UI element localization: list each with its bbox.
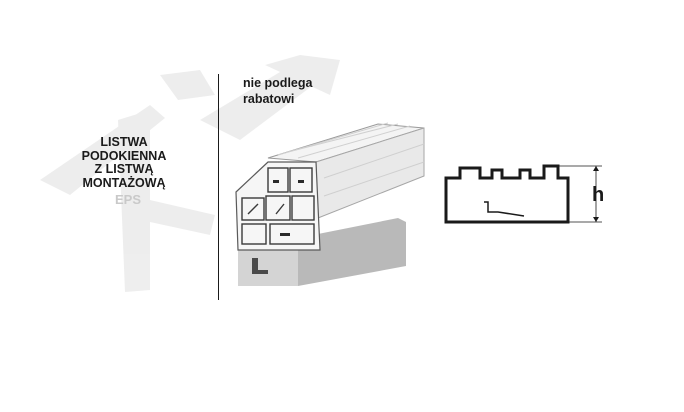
- profile-3d-illustration: [235, 122, 425, 286]
- discount-note-line-2: rabatowi: [243, 92, 295, 106]
- product-title-line-1: LISTWA: [100, 135, 148, 149]
- discount-note: nie podlega rabatowi: [243, 75, 312, 107]
- product-title: LISTWA PODOKIENNA Z LISTWĄ MONTAŻOWĄ: [60, 135, 188, 190]
- eps-watermark-text: EPS: [114, 192, 141, 207]
- product-title-line-3: Z LISTWĄ: [94, 162, 154, 176]
- product-title-line-4: MONTAŻOWĄ: [82, 175, 166, 190]
- height-dimension-label: h: [592, 184, 605, 206]
- profile-cross-section-drawing: [444, 164, 602, 224]
- discount-note-line-1: nie podlega: [243, 76, 313, 90]
- vertical-divider: [218, 74, 219, 300]
- product-title-line-2: PODOKIENNA: [81, 148, 167, 163]
